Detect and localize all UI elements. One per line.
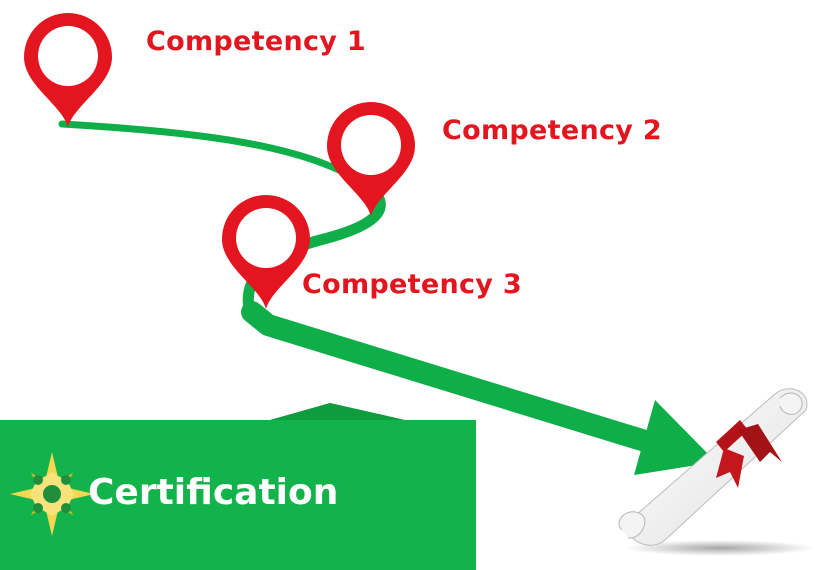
path-segment-3-to-diploma <box>241 301 669 456</box>
certification-banner <box>0 403 476 570</box>
diploma-scroll-icon <box>618 388 815 556</box>
path-arrowhead <box>634 400 716 475</box>
certification-title: Certification <box>88 472 339 513</box>
path-segment-1-to-2 <box>58 120 362 184</box>
location-pin-icon <box>24 13 112 127</box>
competency-3-label: Competency 3 <box>302 269 522 300</box>
competency-2-label: Competency 2 <box>442 115 662 146</box>
competency-1-label: Competency 1 <box>146 26 366 57</box>
star-badge-icon <box>10 452 94 536</box>
location-pin-icon <box>222 195 310 309</box>
location-pin-icon <box>327 102 415 216</box>
